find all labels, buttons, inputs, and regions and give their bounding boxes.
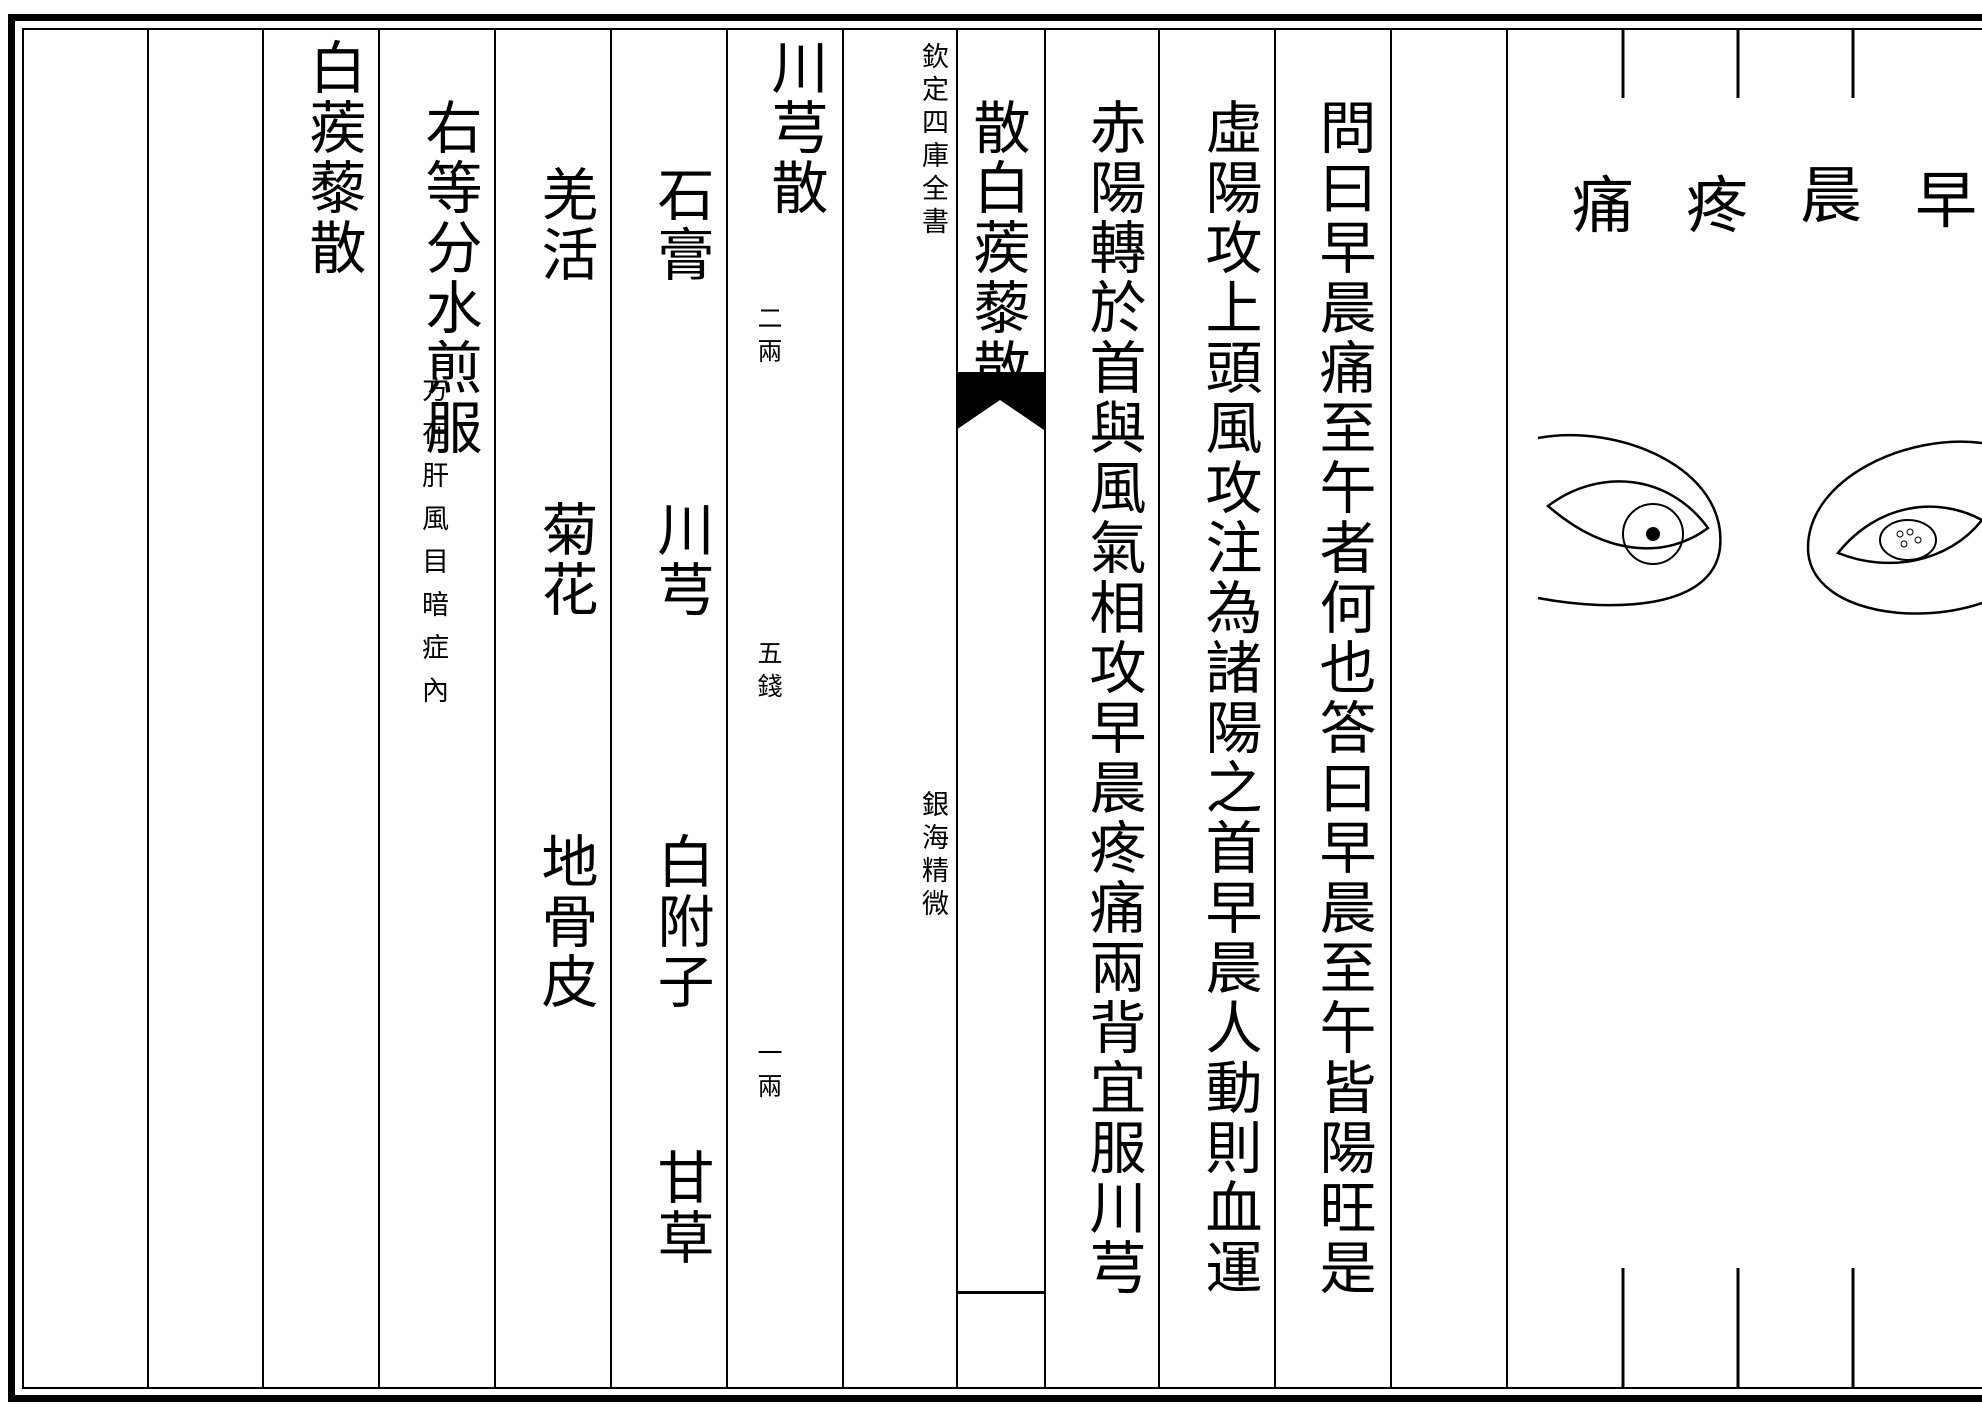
eye-diagram	[1537, 28, 1982, 1389]
diagram-title-char: 疼	[1686, 169, 1749, 242]
text-column: 右等分水煎服	[416, 98, 482, 458]
text-column: 散白蒺藜散	[964, 98, 1030, 398]
ingredient-dose: 二兩	[754, 305, 783, 371]
text-column: 赤陽轉於首與風氣相攻早晨疼痛兩背宜服川芎	[1080, 98, 1146, 1298]
text-column: 虛陽攻上頭風攻注為諸陽之首早晨人動則血運	[1196, 98, 1262, 1298]
column-rule	[1390, 28, 1392, 1389]
fishtail-divider	[956, 372, 1044, 430]
ingredient-dose: 五錢	[754, 640, 783, 706]
column-rule	[842, 28, 844, 1389]
diagram-title-char: 晨	[1800, 159, 1863, 232]
text-column: 川芎散	[762, 38, 828, 218]
column-rule	[726, 28, 728, 1389]
column-rule	[378, 28, 380, 1389]
margin-book-title: 欽定四庫全書	[917, 42, 948, 240]
ingredient-dose: 一兩	[754, 1040, 783, 1106]
ingredient: 川芎	[648, 500, 714, 620]
column-rule	[956, 28, 958, 1389]
text-column: 白蒺藜散	[300, 38, 366, 278]
column-rule	[494, 28, 496, 1389]
ingredient: 石膏	[648, 165, 714, 285]
diagram-title-char: 早	[1915, 164, 1978, 237]
text-column: 問曰早晨痛至午者何也答曰早晨至午皆陽旺是	[1310, 98, 1376, 1298]
column-rule	[147, 28, 149, 1389]
ingredient: 甘草	[648, 1148, 714, 1268]
margin-volume-title: 銀海精微	[917, 790, 948, 922]
column-rule	[1044, 28, 1046, 1389]
column-rule	[610, 28, 612, 1389]
margin-bottom-rule	[956, 1291, 1044, 1294]
ingredient: 地骨皮	[532, 832, 598, 1012]
column-rule	[1506, 28, 1508, 1389]
inner-border	[22, 28, 1982, 1389]
cross-reference-note: 方在肝風目暗症內	[417, 375, 448, 719]
outer-border	[8, 14, 1982, 1402]
ingredient: 菊花	[532, 500, 598, 620]
column-rule	[1158, 28, 1160, 1389]
ingredient: 白附子	[648, 832, 714, 1012]
diagram-title-char: 痛	[1572, 169, 1635, 242]
column-rule	[262, 28, 264, 1389]
ingredient: 羌活	[532, 165, 598, 285]
column-rule	[1274, 28, 1276, 1389]
